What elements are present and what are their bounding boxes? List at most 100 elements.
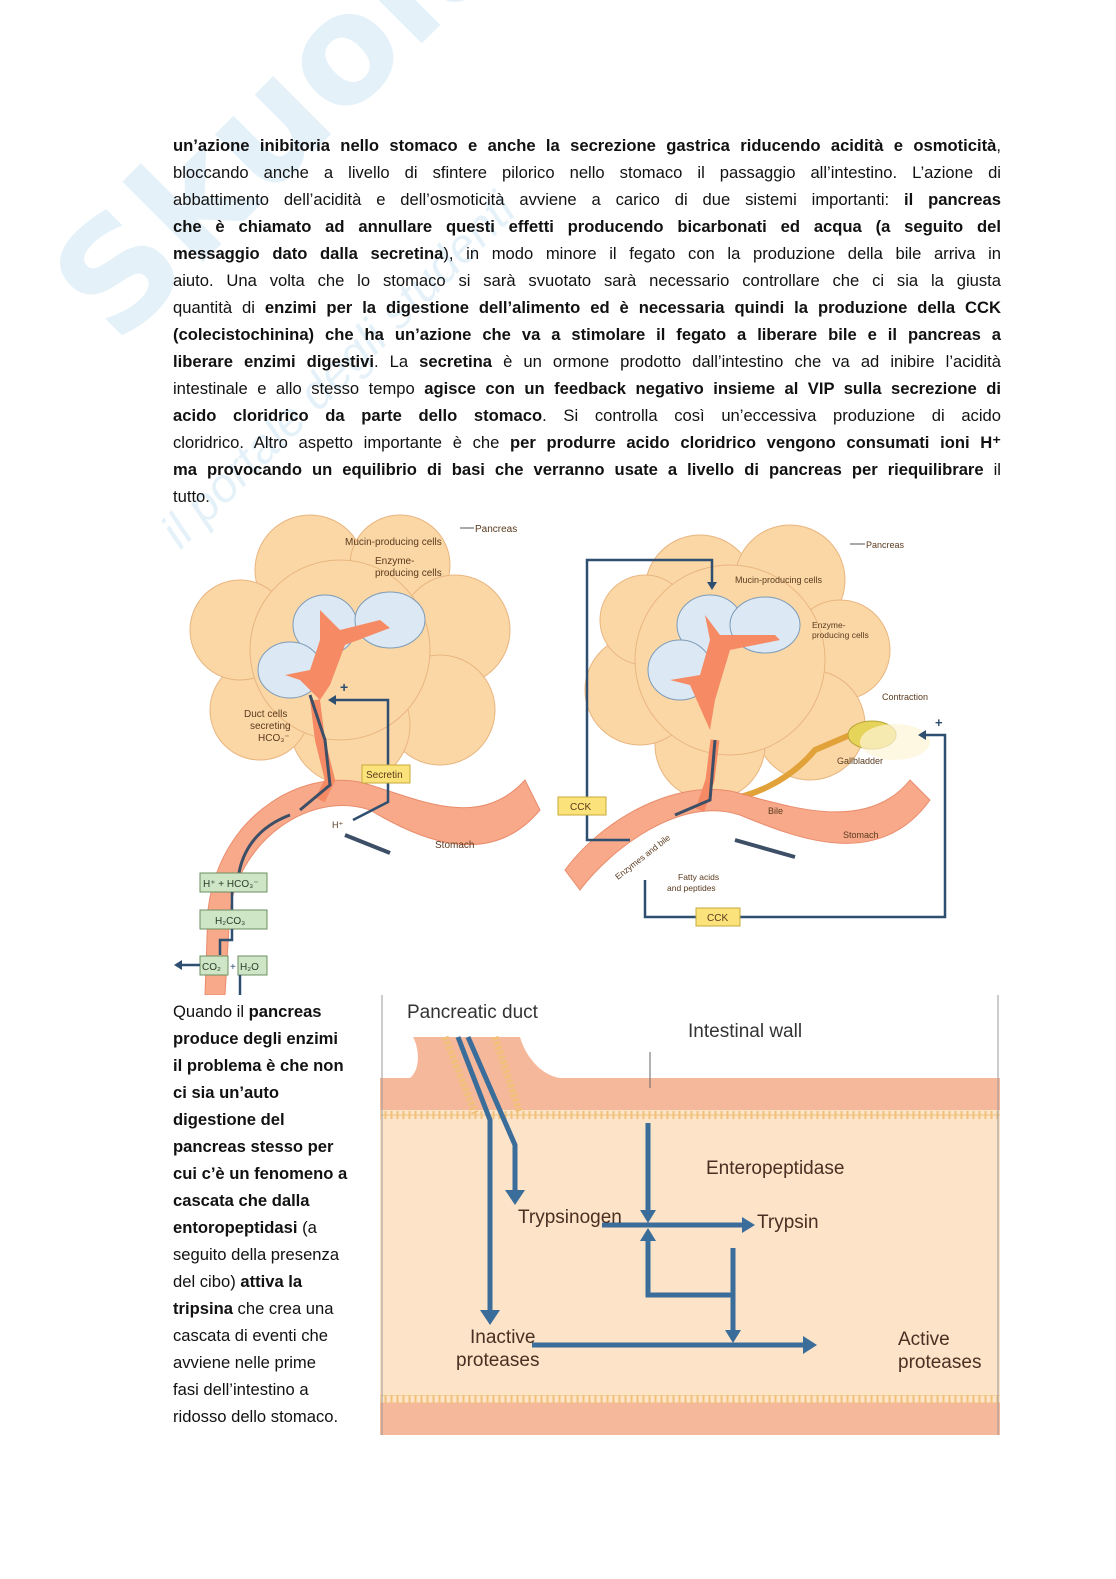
reaction-box-2: H₂CO₃ xyxy=(215,916,245,927)
bold-text: pancreas xyxy=(248,1002,322,1021)
stomach-label: Stomach xyxy=(843,830,879,840)
text-line: tripsina che crea una xyxy=(173,1295,373,1322)
text-line: messaggio dato dalla secretina), in modo… xyxy=(173,240,1001,267)
bold-text: il pancreas xyxy=(904,190,1001,209)
text-line: un’azione inibitoria nello stomaco e anc… xyxy=(173,132,1001,159)
enzyme-label-2: producing cells xyxy=(812,630,869,640)
duct-label-1: Duct cells xyxy=(244,709,287,720)
bold-text: liberare enzimi digestivi xyxy=(173,352,374,371)
text-line: liberare enzimi digestivi. La secretina … xyxy=(173,348,1001,375)
bold-text: entoropeptidasi xyxy=(173,1218,298,1237)
text-segment: è un ormone prodotto dall’intestino che … xyxy=(492,352,1001,371)
gallbladder-label: Gallbladder xyxy=(837,756,883,766)
trypsin-label: Trypsin xyxy=(757,1212,819,1233)
text-line: tutto. xyxy=(173,483,1001,510)
secretin-label: Secretin xyxy=(366,770,403,781)
text-segment: bloccando anche a livello di sfintere pi… xyxy=(173,163,1001,182)
bold-text: messaggio dato dalla secretina xyxy=(173,244,444,263)
text-line: il problema è che non xyxy=(173,1052,373,1079)
intestine-wall xyxy=(564,779,931,891)
pancreas-shape xyxy=(189,514,511,786)
text-segment: tutto. xyxy=(173,487,210,506)
stomach-flow-arrow xyxy=(344,833,391,855)
text-line: cascata di eventi che xyxy=(173,1322,373,1349)
text-line: abbattimento dell’acidità e dell’osmotic… xyxy=(173,186,1001,213)
text-line: pancreas stesso per xyxy=(173,1133,373,1160)
pancreas-label: Pancreas xyxy=(866,540,905,550)
active-proteases-label-1: Active xyxy=(898,1329,950,1350)
bold-text: ma provocando un equilibrio di basi che … xyxy=(173,460,984,479)
reaction-box-1: H⁺ + HCO₃⁻ xyxy=(203,879,258,890)
text-line: fasi dell’intestino a xyxy=(173,1376,373,1403)
text-line: ci sia un’auto xyxy=(173,1079,373,1106)
pancreas-label: Pancreas xyxy=(475,524,517,535)
text-line: intestinale e allo stesso tempo agisce c… xyxy=(173,375,1001,402)
text-segment: fasi dell’intestino a xyxy=(173,1380,309,1399)
text-segment: ridosso dello stomaco. xyxy=(173,1407,339,1426)
text-line: cascata che dalla xyxy=(173,1187,373,1214)
secretin-box xyxy=(361,764,411,784)
text-segment: il xyxy=(983,460,1001,479)
intestinal-wall-label: Intestinal wall xyxy=(688,1021,802,1042)
cck-label-bottom: CCK xyxy=(707,913,728,924)
text-line: (colecistochinina) che ha un’azione che … xyxy=(173,321,1001,348)
cck-diagram: + CCK CCK Pancreas Mucin-producing cells… xyxy=(557,524,947,927)
text-line: aiuto. Una volta che lo stomaco si sarà … xyxy=(173,267,1001,294)
bold-text: attiva la xyxy=(240,1272,303,1291)
main-paragraph: un’azione inibitoria nello stomaco e anc… xyxy=(173,132,1001,510)
cck-label-top: CCK xyxy=(570,802,591,813)
inactive-proteases-label-1: Inactive xyxy=(470,1327,535,1348)
text-line: entoropeptidasi (a xyxy=(173,1214,373,1241)
text-line: acido cloridrico da parte dello stomaco.… xyxy=(173,402,1001,429)
bold-text: un’azione inibitoria nello stomaco e anc… xyxy=(173,136,997,155)
bold-text: secretina xyxy=(419,352,493,371)
trypsin-feedback-arrow xyxy=(645,1240,736,1298)
reaction-box-h2o: H₂O xyxy=(240,962,259,973)
bold-text: acido cloridrico da parte dello stomaco xyxy=(173,406,543,425)
cck-feedback-arrow-bottom xyxy=(643,733,947,919)
trypsin-cascade-diagram: Pancreatic duct Intestinal wall Enterope… xyxy=(380,995,1000,1435)
intestinal-wall xyxy=(380,1037,1000,1110)
text-line: cloridrico. Altro aspetto importante è c… xyxy=(173,429,1001,456)
bold-text: cui c’è un fenomeno a xyxy=(173,1164,348,1183)
bold-text: digestione del xyxy=(173,1110,285,1129)
text-line: quantità di enzimi per la digestione del… xyxy=(173,294,1001,321)
duct-label-3: HCO₃⁻ xyxy=(258,733,290,744)
bold-text: che è chiamato ad annullare questi effet… xyxy=(173,217,1001,236)
text-segment: che crea una xyxy=(232,1299,334,1318)
enzyme-label-2: producing cells xyxy=(375,568,442,579)
text-segment: seguito della presenza xyxy=(173,1245,340,1264)
mucin-label: Mucin-producing cells xyxy=(345,537,442,548)
text-line: produce degli enzimi xyxy=(173,1025,373,1052)
reaction-box-co2: CO₂ xyxy=(202,962,221,973)
text-line: seguito della presenza xyxy=(173,1241,373,1268)
active-proteases-label-2: proteases xyxy=(898,1352,981,1373)
bold-text: il problema è che non xyxy=(173,1056,344,1075)
text-segment: del cibo) xyxy=(173,1272,241,1291)
bold-text: tripsina xyxy=(173,1299,233,1318)
intestinal-wall-bottom xyxy=(380,1403,1000,1435)
text-line: cui c’è un fenomeno a xyxy=(173,1160,373,1187)
bold-text: ci sia un’auto xyxy=(173,1083,280,1102)
text-segment: (a xyxy=(297,1218,317,1237)
pancreatic-duct-label: Pancreatic duct xyxy=(407,1002,539,1023)
bold-text: agisce con un feedback negativo insieme … xyxy=(424,379,1001,398)
plus-sign: + xyxy=(935,715,943,730)
duct-label-2: secreting xyxy=(250,721,291,732)
reaction-plus: + xyxy=(230,962,236,973)
text-line: Quando il pancreas xyxy=(173,998,373,1025)
text-line: ridosso dello stomaco. xyxy=(173,1403,373,1430)
text-segment: cascata di eventi che xyxy=(173,1326,328,1345)
contraction-label: Contraction xyxy=(882,692,928,702)
secretin-diagram: + Secretin Pancreas Mucin-producing cell… xyxy=(174,514,541,995)
intestine-wall xyxy=(204,779,541,995)
text-segment: , xyxy=(996,136,1001,155)
text-segment: . La xyxy=(374,352,420,371)
fatty-acids-label-1: Fatty acids xyxy=(678,872,719,882)
acinus-lumen xyxy=(285,610,390,700)
plus-sign: + xyxy=(340,679,348,695)
text-segment: avviene nelle prime xyxy=(173,1353,316,1372)
intestinal-lumen xyxy=(380,1110,1000,1405)
trypsinogen-label: Trypsinogen xyxy=(518,1207,622,1228)
